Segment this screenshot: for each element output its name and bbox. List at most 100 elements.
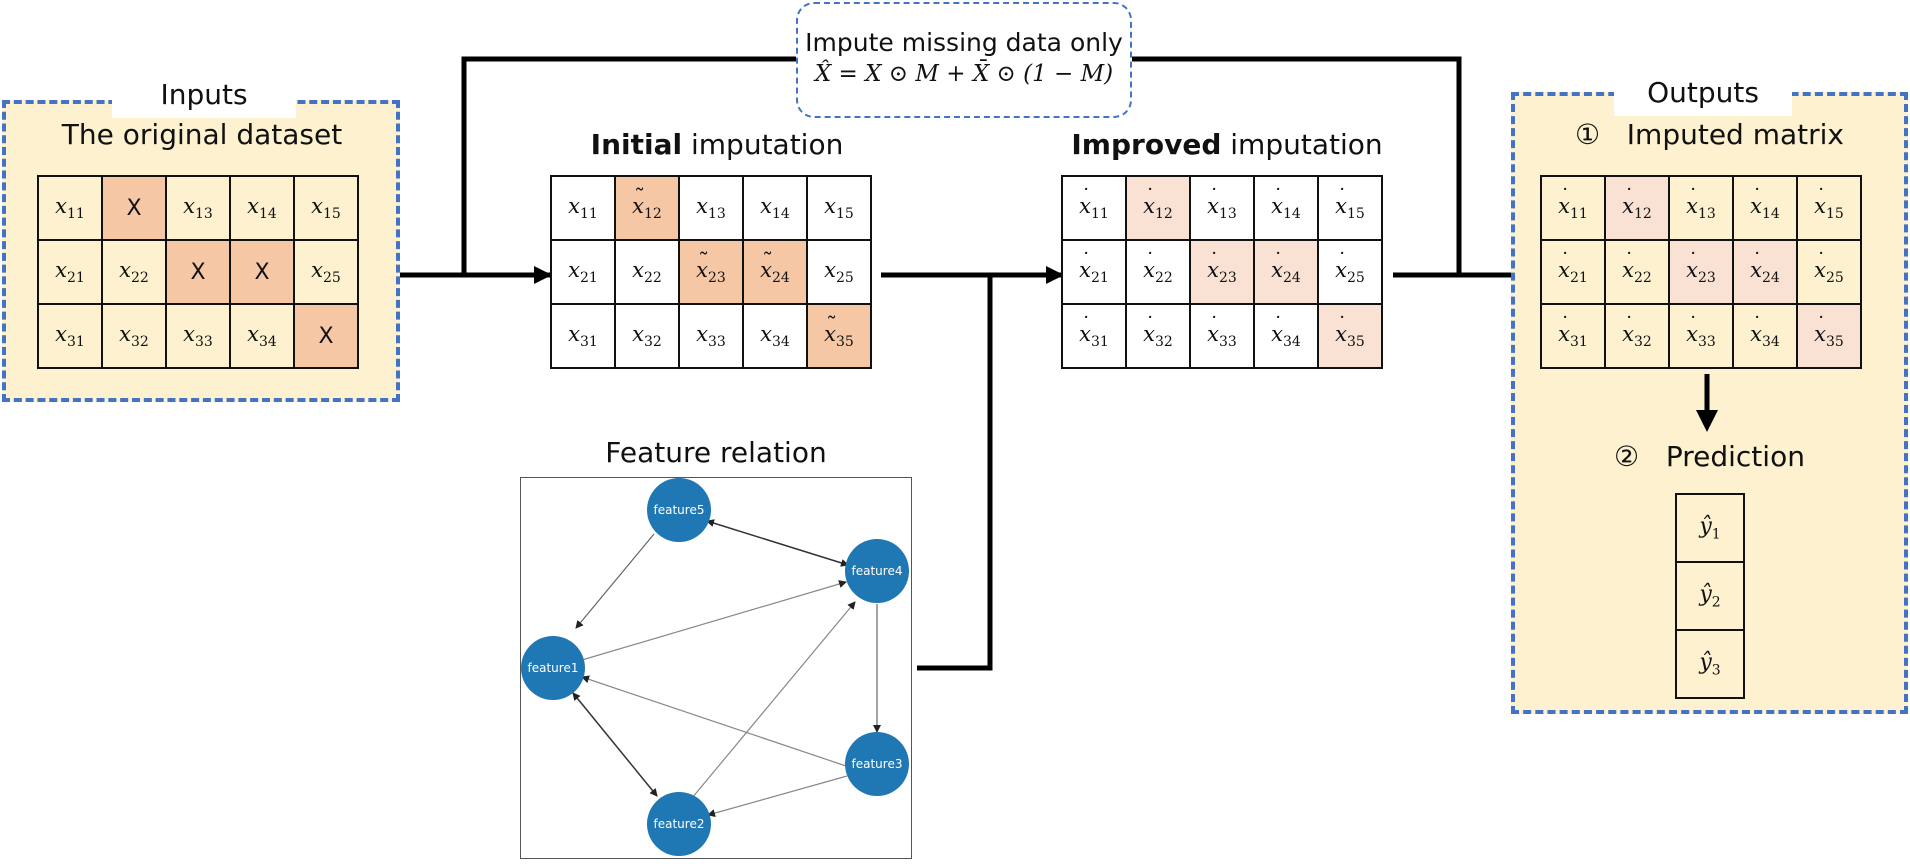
matrix-cell: x13 (165, 175, 231, 241)
svg-text:feature1: feature1 (528, 661, 579, 675)
improved-imputation-label: Improved imputation (1062, 128, 1392, 161)
imputed-cell: x24 (1732, 239, 1798, 305)
edge-f3-f2 (707, 775, 848, 817)
prediction-column: ŷ1 ŷ2 ŷ3 (1675, 493, 1745, 699)
matrix-cell: x31 (550, 303, 616, 369)
matrix-cell: x31 (1061, 303, 1127, 369)
imputed-matrix-label: ① Imputed matrix (1511, 118, 1908, 151)
matrix-cell: x21 (1061, 239, 1127, 305)
imputed-cell: x12 (1125, 175, 1191, 241)
matrix-cell: x14 (1732, 175, 1798, 241)
imputed-cell: x24 (1253, 239, 1319, 305)
initial-imputation-matrix: x11 x12 x13 x14 x15 x21 x22 x23 x24 x25 … (550, 175, 872, 369)
bypass-line (461, 56, 796, 275)
node-feature1: feature1 (521, 636, 585, 700)
formula-equation: X̂ = X ⊙ M + X̄ ⊙ (1 − M) (814, 61, 1114, 87)
matrix-cell: x22 (1604, 239, 1670, 305)
svg-text:feature4: feature4 (852, 564, 903, 578)
matrix-cell: x33 (678, 303, 744, 369)
prediction-cell: ŷ2 (1675, 561, 1745, 631)
missing-cell: X (101, 175, 167, 241)
imputed-cell: x35 (1317, 303, 1383, 369)
matrix-cell: x11 (550, 175, 616, 241)
node-feature2: feature2 (647, 792, 711, 856)
matrix-cell: x11 (1540, 175, 1606, 241)
matrix-cell: x31 (1540, 303, 1606, 369)
matrix-cell: x33 (165, 303, 231, 369)
matrix-cell: x25 (1796, 239, 1862, 305)
matrix-cell: x25 (293, 239, 359, 305)
matrix-cell: x32 (1125, 303, 1191, 369)
original-dataset-label: The original dataset (61, 118, 343, 151)
matrix-cell: x21 (1540, 239, 1606, 305)
matrix-cell: x11 (1061, 175, 1127, 241)
imputed-number: ① (1574, 118, 1601, 151)
arrow-to-prediction (1696, 374, 1718, 432)
matrix-cell: x13 (678, 175, 744, 241)
imputed-output-matrix: x11 x12 x13 x14 x15 x21 x22 x23 x24 x25 … (1540, 175, 1862, 369)
prediction-label: ② Prediction (1511, 440, 1908, 473)
imputed-cell: x12 (1604, 175, 1670, 241)
matrix-cell: x14 (229, 175, 295, 241)
svg-text:feature5: feature5 (654, 503, 705, 517)
matrix-cell: x14 (1253, 175, 1319, 241)
edge-f5-f1 (575, 533, 655, 629)
edge-f5-f4 (706, 519, 849, 567)
matrix-cell: x13 (1189, 175, 1255, 241)
matrix-cell: x25 (806, 239, 872, 305)
prediction-number: ② (1614, 440, 1640, 473)
matrix-cell: x34 (1253, 303, 1319, 369)
matrix-cell: x32 (1604, 303, 1670, 369)
initial-label-rest: imputation (682, 128, 844, 161)
missing-cell: X (165, 239, 231, 305)
initial-imputation-label: Initial imputation (552, 128, 882, 161)
matrix-cell: x33 (1189, 303, 1255, 369)
missing-cell: X (229, 239, 295, 305)
improved-label-bold: Improved (1071, 128, 1222, 161)
matrix-cell: x14 (742, 175, 808, 241)
formula-title: Impute missing data only (805, 28, 1123, 57)
imputed-cell: x23 (1668, 239, 1734, 305)
original-dataset-matrix: x11 X x13 x14 x15 x21 x22 X X x25 x31 x3… (37, 175, 359, 369)
matrix-cell: x15 (293, 175, 359, 241)
node-feature3: feature3 (845, 732, 909, 796)
imputed-cell: x23 (678, 239, 744, 305)
improved-imputation-matrix: x11 x12 x13 x14 x15 x21 x22 x23 x24 x25 … (1061, 175, 1383, 369)
matrix-cell: x21 (37, 239, 103, 305)
edge-f2-f4 (691, 601, 856, 799)
imputed-cell: x35 (1796, 303, 1862, 369)
matrix-cell: x21 (550, 239, 616, 305)
matrix-cell: x33 (1668, 303, 1734, 369)
outputs-title: Outputs (1614, 70, 1792, 116)
svg-text:feature2: feature2 (654, 817, 705, 831)
matrix-cell: x13 (1668, 175, 1734, 241)
imputed-cell: x24 (742, 239, 808, 305)
prediction-cell: ŷ3 (1675, 629, 1745, 699)
missing-cell: X (293, 303, 359, 369)
edge-f1-f4 (581, 580, 847, 661)
edge-f3-f1 (581, 675, 847, 767)
matrix-cell: x22 (101, 239, 167, 305)
improved-label-rest: imputation (1221, 128, 1383, 161)
imputed-cell: x23 (1189, 239, 1255, 305)
imputed-cell: x12 (614, 175, 680, 241)
matrix-cell: x31 (37, 303, 103, 369)
matrix-cell: x32 (101, 303, 167, 369)
matrix-cell: x34 (229, 303, 295, 369)
matrix-cell: x15 (1317, 175, 1383, 241)
prediction-text: Prediction (1665, 440, 1805, 473)
feature-relation-line (917, 275, 993, 671)
imputed-cell: x35 (806, 303, 872, 369)
matrix-cell: x25 (1317, 239, 1383, 305)
prediction-cell: ŷ1 (1675, 493, 1745, 563)
inputs-title: Inputs (112, 72, 296, 118)
node-feature5: feature5 (647, 478, 711, 542)
feature-relation-graph: feature5 feature4 feature1 feature3 feat… (520, 477, 912, 859)
formula-box: Impute missing data only X̂ = X ⊙ M + X̄… (796, 2, 1132, 118)
imputed-text: Imputed matrix (1626, 118, 1845, 151)
matrix-cell: x34 (742, 303, 808, 369)
matrix-cell: x15 (806, 175, 872, 241)
matrix-cell: x22 (1125, 239, 1191, 305)
svg-text:feature3: feature3 (852, 757, 903, 771)
